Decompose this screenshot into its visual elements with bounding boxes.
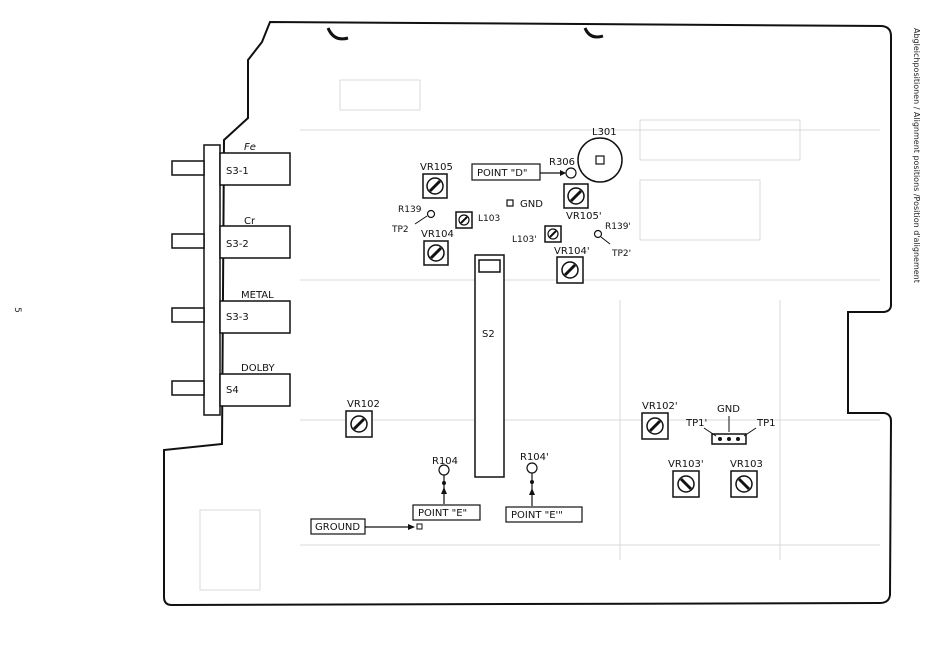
switch-bank-rail	[204, 145, 220, 415]
test-point-tp2-label: TP2	[391, 225, 409, 235]
coil-l103-prime-label: L103'	[512, 235, 537, 245]
callout-ground-label: GROUND	[315, 522, 360, 533]
switch-s4-knob	[172, 381, 204, 395]
switch-s3-3-knob	[172, 308, 204, 322]
resistor-r104: R104	[432, 456, 458, 504]
switch-s3-1-label: S3-1	[226, 166, 249, 177]
trimmer-vr104: VR104	[421, 229, 454, 265]
callout-ground: GROUND	[311, 519, 422, 534]
switch-s4-label: S4	[226, 385, 239, 396]
slide-switch-s2: S2	[475, 255, 504, 477]
trimmer-vr105-prime: VR105'	[564, 184, 602, 222]
switch-s3-2-position: Cr	[244, 216, 256, 227]
mounting-notch-left	[328, 28, 348, 39]
trimmer-vr103-prime-label: VR103'	[668, 459, 704, 470]
alignment-positions-caption: Abgleichpositionen / Alignment positions…	[905, 28, 921, 283]
ground-pad	[417, 524, 422, 529]
trimmer-vr105-prime-label: VR105'	[566, 211, 602, 222]
trimmer-vr103-label: VR103	[730, 459, 763, 470]
resistor-r306-label: R306	[549, 157, 575, 168]
trimmer-vr103: VR103	[730, 459, 763, 497]
switch-s3-2-label: S3-2	[226, 239, 249, 250]
trimmer-vr105-label: VR105	[420, 162, 453, 173]
test-connector-gnd-label: GND	[717, 404, 740, 415]
coil-l301: L301	[578, 127, 622, 182]
resistor-r104-pad	[439, 465, 449, 475]
switch-s3-1-knob	[172, 161, 204, 175]
resistor-r306: R306	[549, 157, 576, 178]
slide-switch-s2-label: S2	[482, 329, 495, 340]
switch-s3-1: Fe S3-1	[172, 142, 290, 185]
test-point-tp1-prime-label: TP1'	[685, 418, 707, 429]
test-point-tp1-label: TP1	[756, 418, 776, 429]
slide-switch-s2-body	[475, 255, 504, 477]
switch-s3-2: Cr S3-2	[172, 216, 290, 258]
test-point-tp2-prime-label: TP2'	[611, 249, 631, 259]
switch-s4: DOLBY S4	[172, 363, 290, 406]
switch-s3-3-label: S3-3	[226, 312, 249, 323]
switch-s3-3: METAL S3-3	[172, 290, 290, 333]
gnd-pad: GND	[507, 199, 543, 210]
callout-point-e-label: POINT "E"	[418, 508, 467, 519]
trimmer-vr102: VR102	[346, 399, 380, 437]
switch-s3-1-position: Fe	[244, 142, 256, 153]
page-number: 5	[12, 307, 22, 313]
coil-l103-prime: L103'	[512, 226, 561, 245]
gnd-pad-square	[507, 200, 513, 206]
resistor-r104-prime: R104'	[520, 452, 549, 506]
switch-s3-2-knob	[172, 234, 204, 248]
mounting-notch-right	[585, 28, 603, 37]
resistor-r306-pad	[566, 168, 576, 178]
callout-point-e: POINT "E"	[413, 505, 480, 520]
switch-s3-3-position: METAL	[241, 290, 274, 301]
callout-point-e-prime-label: POINT "E'"	[511, 510, 563, 521]
trimmer-vr105: VR105	[420, 162, 453, 198]
coil-l301-core	[596, 156, 604, 164]
coil-l103-label: L103	[478, 214, 500, 224]
resistor-r104-prime-pad	[527, 463, 537, 473]
resistor-r139-prime: R139' TP2'	[595, 222, 632, 259]
callout-point-d-label: POINT "D"	[477, 168, 528, 179]
trimmer-vr102-label: VR102	[347, 399, 380, 410]
resistor-r139-prime-pad	[595, 231, 602, 238]
gnd-pad-label: GND	[520, 199, 543, 210]
callout-point-e-prime: POINT "E'"	[506, 507, 582, 522]
resistor-r139-label: R139	[398, 205, 422, 215]
coil-l301-label: L301	[592, 127, 617, 138]
slide-switch-s2-knob	[479, 260, 500, 272]
trimmer-vr104-prime: VR104'	[554, 246, 590, 283]
trimmer-vr102-prime-label: VR102'	[642, 401, 678, 412]
switch-s4-position: DOLBY	[241, 363, 275, 374]
trimmer-vr103-prime: VR103'	[668, 459, 704, 497]
trimmer-vr104-label: VR104	[421, 229, 454, 240]
resistor-r139-pad	[428, 211, 435, 218]
resistor-r104-prime-label: R104'	[520, 452, 549, 463]
coil-l103: L103	[456, 212, 500, 228]
trimmer-vr104-prime-label: VR104'	[554, 246, 590, 257]
resistor-r139-prime-label: R139'	[605, 222, 631, 232]
test-connector-tp1: GND TP1' TP1	[685, 404, 776, 444]
